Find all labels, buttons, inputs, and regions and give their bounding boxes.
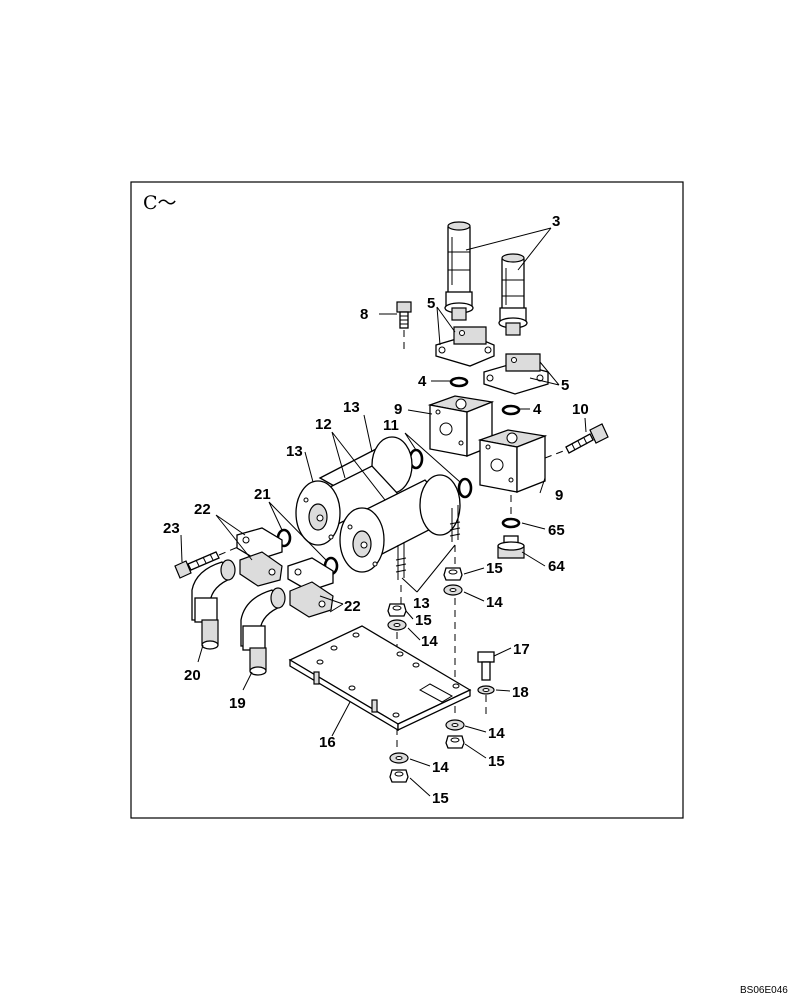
callout-14-d: 14	[432, 759, 449, 776]
pipe-right-part-3	[498, 253, 528, 336]
callout-3: 3	[552, 213, 560, 230]
callout-14-b: 14	[421, 633, 438, 650]
washer-part-14-d	[389, 752, 409, 764]
plug-part-64	[497, 535, 525, 559]
pipe-left-part-3	[444, 221, 474, 321]
nut-part-15-d	[389, 769, 409, 783]
callout-13-left: 13	[286, 443, 303, 460]
bolt-part-17	[477, 651, 495, 681]
leader-lines	[180, 227, 587, 797]
washer-part-14-c	[445, 719, 465, 731]
callout-14-c: 14	[488, 725, 505, 742]
split-flange-part-22-lower	[287, 557, 334, 618]
callout-9-lower: 9	[555, 487, 563, 504]
callout-17: 17	[513, 641, 530, 658]
callout-15-a: 15	[486, 560, 503, 577]
elbow-fitting-part-19	[240, 587, 286, 676]
washer-part-14-a	[443, 584, 463, 596]
callout-15-d: 15	[432, 790, 449, 807]
diagram-frame	[130, 181, 684, 819]
bolt-part-10	[565, 423, 609, 454]
split-flange-upper-part-5	[435, 326, 495, 367]
callout-22-lower: 22	[344, 598, 361, 615]
reference-code: BS06E046	[740, 985, 788, 996]
o-ring-part-4-right	[501, 404, 521, 416]
callout-14-a: 14	[486, 594, 503, 611]
callout-18: 18	[512, 684, 529, 701]
callout-4-left: 4	[418, 373, 427, 390]
valve-block-part-9-right	[477, 429, 548, 493]
accumulator-front-part-12	[339, 474, 461, 573]
callout-15-c: 15	[488, 753, 505, 770]
o-ring-part-4-left	[449, 376, 469, 388]
callout-13-top: 13	[343, 399, 360, 416]
callout-65: 65	[548, 522, 565, 539]
washer-part-18	[477, 685, 495, 695]
split-flange-lower-part-5	[483, 353, 549, 395]
callout-15-b: 15	[415, 612, 432, 629]
callout-12: 12	[315, 416, 332, 433]
callout-4-right: 4	[533, 401, 542, 418]
callout-11: 11	[383, 417, 399, 434]
callout-10: 10	[572, 401, 589, 418]
callout-20: 20	[184, 667, 201, 684]
bolt-part-23	[174, 551, 220, 579]
u-bolt-part-13-left	[395, 542, 407, 580]
callout-23: 23	[163, 520, 180, 537]
split-flange-part-22-upper	[236, 527, 283, 587]
nut-part-15-a	[443, 567, 463, 581]
callout-22-upper: 22	[194, 501, 211, 518]
nut-part-15-b	[387, 603, 407, 617]
washer-part-14-b	[387, 619, 407, 631]
callout-13-bottom: 13	[413, 595, 430, 612]
base-plate-part-16	[288, 625, 472, 732]
callout-16: 16	[319, 734, 336, 751]
o-ring-part-65	[501, 517, 521, 529]
o-ring-part-11-lower	[457, 477, 473, 499]
view-label: C～	[143, 192, 177, 214]
callout-5-upper: 5	[427, 295, 435, 312]
callout-21: 21	[254, 486, 271, 503]
u-bolt-part-13-right	[449, 505, 461, 542]
accumulator-rear-part-12	[295, 436, 413, 546]
nut-part-15-c	[445, 735, 465, 749]
callout-5-lower: 5	[561, 377, 569, 394]
callout-9-upper: 9	[394, 401, 402, 418]
callout-19: 19	[229, 695, 246, 712]
elbow-fitting-part-20	[191, 559, 236, 650]
valve-block-part-9-left	[427, 395, 495, 457]
callout-64: 64	[548, 558, 565, 575]
bolt-part-8	[396, 301, 412, 352]
callout-8: 8	[360, 306, 368, 323]
